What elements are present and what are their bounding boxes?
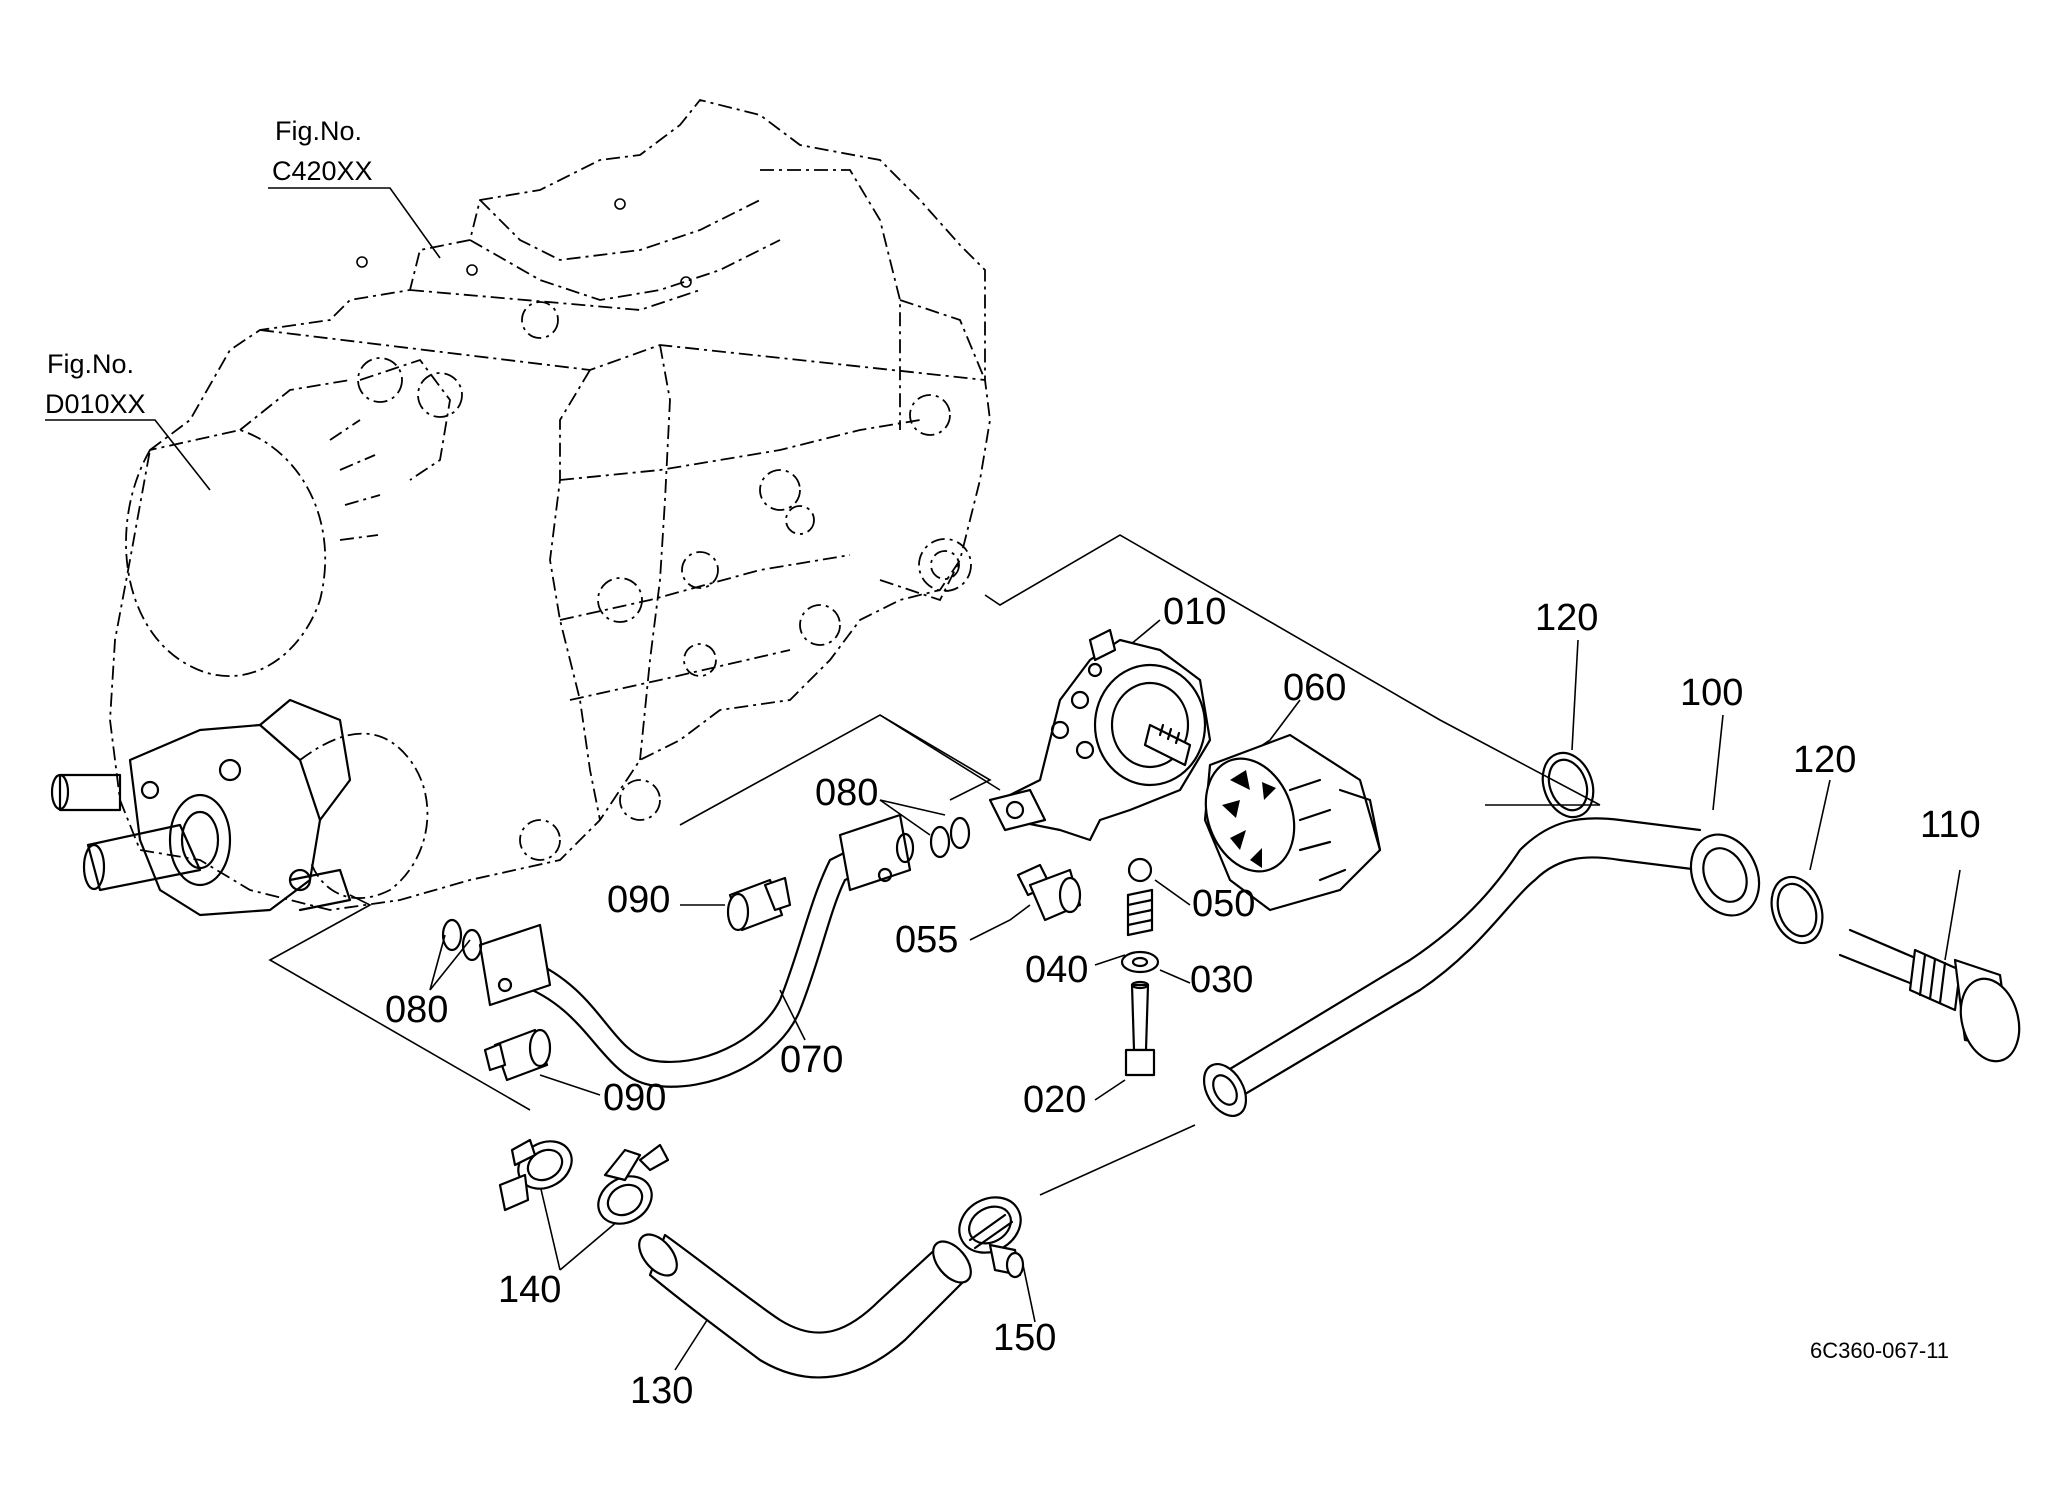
part-010-filter-base: [988, 628, 1212, 842]
part-140-clamp-2: [597, 1143, 670, 1225]
part-120-gasket-upper: [1541, 751, 1595, 819]
label-030: 030: [1190, 959, 1253, 1001]
part-090-plug-lower: [483, 1028, 552, 1082]
label-090-lower: 090: [603, 1077, 666, 1119]
label-020: 020: [1023, 1079, 1086, 1121]
part-060-oil-filter: [1203, 733, 1382, 912]
label-050: 050: [1192, 883, 1255, 925]
leader-lines: [45, 187, 1961, 1371]
part-090-plug-upper: [726, 876, 792, 932]
label-060: 060: [1283, 667, 1346, 709]
part-110-bolt: [1838, 928, 2021, 1063]
fig-ref-2-line2: D010XX: [45, 389, 146, 419]
label-040: 040: [1025, 949, 1088, 991]
part-050-ball: [1127, 857, 1153, 883]
label-100: 100: [1680, 672, 1743, 714]
label-140: 140: [498, 1269, 561, 1311]
drawing-code: 6C360-067-11: [1810, 1338, 1949, 1363]
part-040-spring: [1126, 888, 1154, 937]
part-130-hose: [638, 1233, 972, 1379]
label-080-lower: 080: [385, 989, 448, 1031]
part-080-orings-lower: [441, 918, 483, 962]
part-100-pipe: [1202, 817, 1761, 1117]
fig-ref-1-line2: C420XX: [272, 156, 373, 186]
figure-references: Fig.No. C420XX Fig.No. D010XX: [45, 116, 373, 419]
part-080-orings-upper: [929, 816, 971, 859]
label-150: 150: [993, 1317, 1056, 1359]
label-120-upper: 120: [1535, 597, 1598, 639]
part-150-hose-clamp: [958, 1196, 1025, 1279]
label-080-upper: 080: [815, 772, 878, 814]
transmission-housing: [109, 98, 991, 911]
label-010: 010: [1163, 591, 1226, 633]
fig-ref-1-line1: Fig.No.: [275, 116, 362, 146]
part-070-pipe: [478, 813, 915, 1088]
label-090-upper: 090: [607, 879, 670, 921]
label-055: 055: [895, 919, 958, 961]
label-070: 070: [780, 1039, 843, 1081]
part-055-plug: [1016, 863, 1082, 922]
label-120-right: 120: [1793, 739, 1856, 781]
label-130: 130: [630, 1370, 693, 1412]
part-020-bolt: [1124, 980, 1156, 1077]
part-number-labels: 010 020 030 040 050 055 060 070 080 080 …: [385, 591, 1981, 1412]
part-120-gasket-right: [1770, 875, 1824, 945]
part-030-washer: [1120, 950, 1160, 974]
part-140-clamp-1: [498, 1138, 573, 1212]
label-110: 110: [1920, 804, 1981, 846]
fig-ref-2-line1: Fig.No.: [47, 349, 134, 379]
front-pump-assembly: [50, 698, 429, 917]
